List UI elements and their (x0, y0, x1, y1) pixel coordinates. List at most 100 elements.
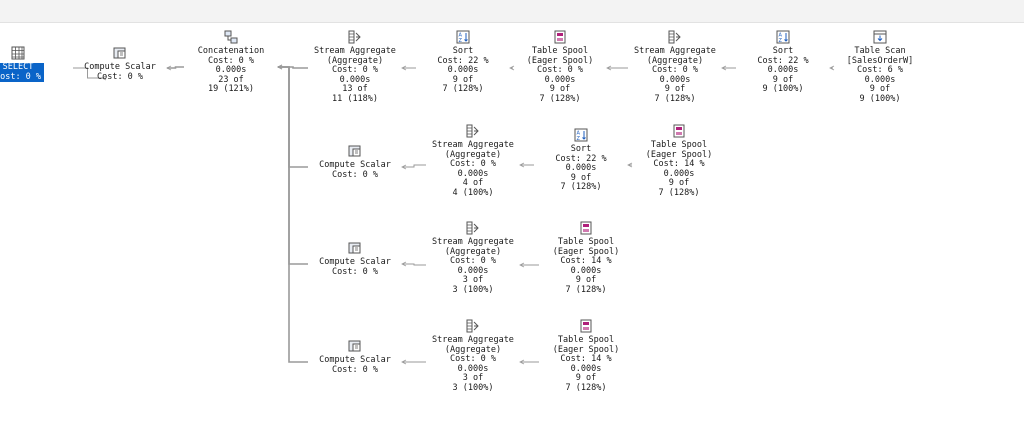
operator-name: Stream Aggregate (432, 335, 514, 345)
operator-detail: Cost: 0 % (449, 159, 497, 170)
edge-cs1-to-select (73, 67, 102, 79)
edge-arrowhead (519, 359, 525, 365)
table-spool-icon (579, 319, 593, 333)
operator-detail: 9 of (570, 172, 592, 183)
plan-node-sa2[interactable]: Stream Aggregate(Aggregate)Cost: 0 %0.00… (620, 30, 730, 105)
plan-node-select[interactable]: SELECTCost: 0 % (0, 46, 48, 83)
operator-detail: 3 of (462, 275, 484, 286)
operator-detail: Cost: 0 % (207, 55, 255, 66)
operator-detail: 7 (128%) (654, 93, 696, 104)
operator-detail: Cost: 0 % (331, 169, 379, 180)
operator-detail: 9 of (664, 84, 686, 95)
stream-aggregate-icon (348, 30, 362, 44)
operator-detail: 4 (100%) (452, 187, 494, 198)
table-spool-icon (553, 30, 567, 44)
operator-detail: 3 of (462, 373, 484, 384)
operator-detail: 0.000s (570, 363, 602, 374)
operator-detail: Cost: 0 % (449, 354, 497, 365)
operator-detail: 9 of (549, 84, 571, 95)
operator-detail: Cost: 0 % (96, 71, 144, 82)
operator-detail: 0.000s (570, 265, 602, 276)
plan-node-spool2[interactable]: Table Spool(Eager Spool)Cost: 14 %0.000s… (624, 124, 734, 199)
edge-arrowhead (606, 65, 612, 71)
operator-name: Stream Aggregate (432, 140, 514, 150)
plan-node-sa1[interactable]: Stream Aggregate(Aggregate)Cost: 0 %0.00… (300, 30, 410, 105)
operator-detail: 9 of (772, 74, 794, 85)
edge-arrowhead (721, 65, 727, 71)
compute-scalar-icon (348, 144, 362, 158)
plan-node-sa3[interactable]: Stream Aggregate(Aggregate)Cost: 0 %0.00… (418, 124, 528, 199)
edge-arrowhead (166, 65, 172, 71)
operator-detail: Cost: 0 % (536, 65, 584, 76)
operator-name: Compute Scalar (319, 160, 391, 170)
plan-node-spool3[interactable]: Table Spool(Eager Spool)Cost: 14 %0.000s… (531, 221, 641, 296)
operator-detail: (Aggregate) (444, 246, 502, 257)
operator-name: Compute Scalar (319, 355, 391, 365)
operator-name: SELECT (2, 62, 34, 72)
plan-node-sa5[interactable]: Stream Aggregate(Aggregate)Cost: 0 %0.00… (418, 319, 528, 394)
operator-detail: 0.000s (215, 65, 247, 76)
operator-detail: (Aggregate) (326, 55, 384, 66)
edge-arrowhead (401, 261, 407, 267)
operator-detail: Cost: 22 % (757, 55, 809, 66)
operator-detail: 19 (121%) (207, 84, 255, 95)
operator-detail: 9 of (869, 84, 891, 95)
plan-node-spool4[interactable]: Table Spool(Eager Spool)Cost: 14 %0.000s… (531, 319, 641, 394)
operator-name: Table Spool (557, 335, 615, 345)
operator-detail: 7 (128%) (442, 84, 484, 95)
operator-detail: Cost: 0 % (331, 364, 379, 375)
operator-detail: Cost: 22 % (555, 153, 607, 164)
edge-arrowhead (101, 75, 107, 81)
operator-detail: Cost: 0 % (331, 266, 379, 277)
operator-detail: 3 (100%) (452, 382, 494, 393)
operator-detail: 0.000s (659, 74, 691, 85)
operator-detail: 0.000s (457, 168, 489, 179)
compute-scalar-icon (113, 46, 127, 60)
operator-detail: (Eager Spool) (552, 344, 620, 355)
select-grid-icon (11, 46, 25, 60)
edge-arrowhead (401, 65, 407, 71)
operator-detail: 0.000s (447, 65, 479, 76)
operator-detail: 9 of (452, 74, 474, 85)
operator-detail: 0.000s (663, 168, 695, 179)
concatenation-icon (224, 30, 238, 44)
edge-arrowhead (519, 262, 525, 268)
edge-arrowhead (627, 162, 633, 168)
operator-detail: 9 of (575, 275, 597, 286)
svg-text:A: A (577, 131, 581, 137)
edge-arrowhead (829, 65, 835, 71)
edge-concat-to-cs1 (167, 66, 184, 69)
operator-name: Sort (570, 144, 592, 154)
operator-detail: 7 (128%) (560, 182, 602, 193)
operator-detail: (Aggregate) (444, 344, 502, 355)
edge-arrowhead (509, 65, 515, 71)
operator-name: Compute Scalar (84, 62, 156, 72)
operator-detail: 23 of (218, 74, 244, 85)
edge-sa3-to-cs2 (402, 164, 426, 168)
operator-detail: 9 (100%) (859, 93, 901, 104)
table-spool-icon (672, 124, 686, 138)
operator-detail: Cost: 14 % (653, 159, 705, 170)
plan-node-sa4[interactable]: Stream Aggregate(Aggregate)Cost: 0 %0.00… (418, 221, 528, 296)
operator-detail: 13 of (342, 84, 368, 95)
operator-detail: 0.000s (457, 363, 489, 374)
operator-name: Sort (772, 46, 794, 56)
edge-sa4-to-cs3 (402, 263, 426, 266)
operator-detail: (Eager Spool) (645, 149, 713, 160)
operator-name: Table Spool (650, 140, 708, 150)
